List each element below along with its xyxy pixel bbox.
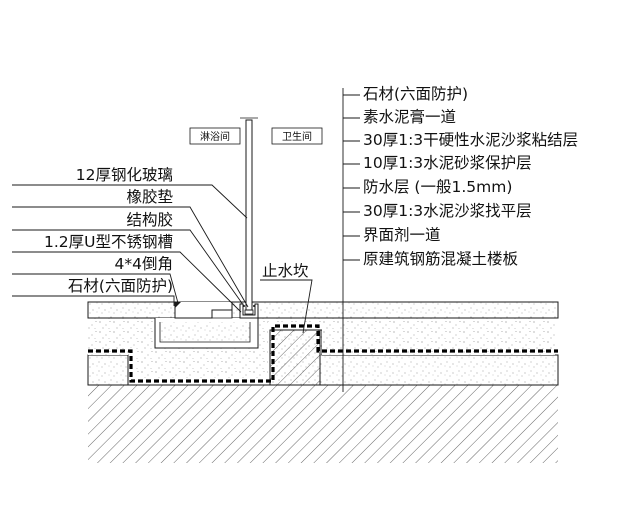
- stone-finish: [87, 301, 559, 349]
- label-stone-right: 石材(六面防护): [363, 85, 468, 103]
- label-stainless-channel: 1.2厚U型不锈钢槽: [44, 233, 173, 251]
- label-waterproof: 防水层 (一般1.5mm): [363, 178, 512, 196]
- room-tags: 淋浴间 卫生间: [189, 127, 323, 145]
- label-leveling: 30厚1:3水泥沙浆找平层: [363, 202, 532, 220]
- room-label-shower: 淋浴间: [200, 130, 230, 143]
- chamfer-mark: [175, 302, 181, 308]
- room-label-bathroom: 卫生间: [282, 130, 312, 143]
- bathroom-tag-box: [271, 127, 323, 145]
- label-chamfer: 4*4倒角: [115, 255, 173, 273]
- shower-tag-box: [189, 127, 241, 145]
- glass-assembly: [239, 117, 259, 319]
- label-tempered-glass: 12厚钢化玻璃: [76, 166, 173, 184]
- concrete-slab: [88, 384, 558, 463]
- label-water-stop: 止水坎: [262, 262, 309, 280]
- right-labels: 石材(六面防护) 素水泥膏一道 30厚1:3干硬性水泥沙浆粘结层 10厚1:3水…: [262, 85, 578, 280]
- waterproof-layer: [88, 324, 558, 383]
- label-concrete-slab: 原建筑钢筋混凝土楼板: [363, 250, 518, 268]
- left-labels: 12厚钢化玻璃 橡胶垫 结构胶 1.2厚U型不锈钢槽 4*4倒角 石材(六面防护…: [44, 166, 173, 295]
- label-protective-layer: 10厚1:3水泥砂浆保护层: [363, 154, 532, 172]
- left-leaders: [12, 184, 249, 313]
- label-cement-paste: 素水泥膏一道: [363, 108, 456, 126]
- label-rubber-pad: 橡胶垫: [126, 188, 173, 206]
- label-stone-left: 石材(六面防护): [68, 277, 173, 295]
- label-bonding-layer: 30厚1:3干硬性水泥沙浆粘结层: [363, 131, 578, 149]
- water-stop-curb: [269, 329, 321, 386]
- label-structural-glue: 结构胶: [126, 211, 173, 229]
- label-interface-agent: 界面剂一道: [363, 226, 441, 244]
- right-leaders: [260, 88, 360, 392]
